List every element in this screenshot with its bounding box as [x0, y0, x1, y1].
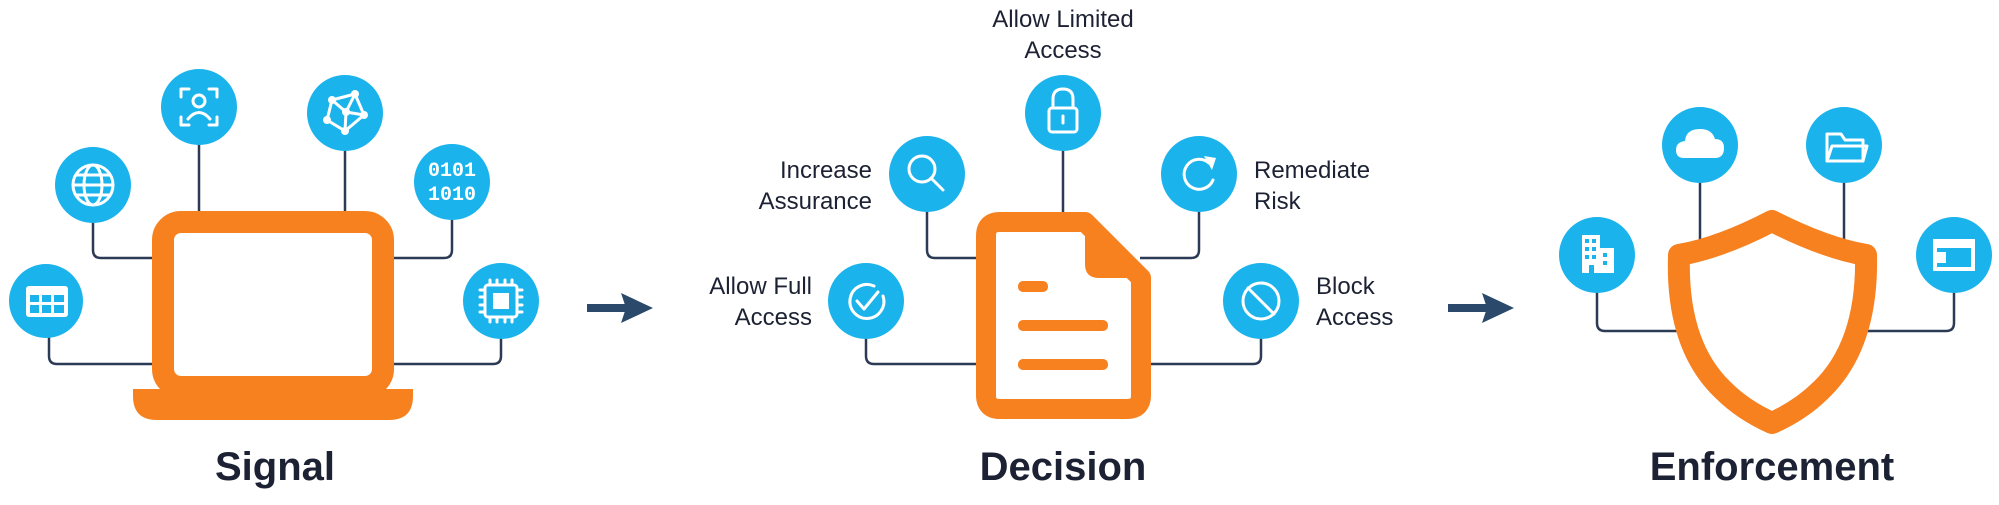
enforcement-section: Enforcement: [1559, 107, 1992, 489]
signal-section: 0101 1010 Signal: [9, 69, 539, 489]
network-icon: [307, 75, 383, 151]
decision-section: Allow Limited Access Increase Assurance …: [709, 6, 1393, 489]
chip-icon: [463, 263, 539, 339]
increase-assurance-label-2: Assurance: [759, 188, 872, 215]
signal-title: Signal: [215, 445, 335, 489]
remediate-risk-label-1: Remediate: [1254, 157, 1370, 184]
globe-icon: [55, 147, 131, 223]
allow-limited-label-1: Allow Limited: [992, 6, 1133, 33]
allow-full-label-1: Allow Full: [709, 273, 812, 300]
shield-icon: [1667, 210, 1878, 434]
allow-limited-label-2: Access: [1024, 37, 1101, 64]
cloud-icon: [1662, 107, 1738, 183]
building-icon: [1559, 217, 1635, 293]
allow-full-label-2: Access: [735, 304, 812, 331]
arrow-right-icon: [587, 293, 653, 323]
binary-line-1: 0101: [428, 160, 476, 183]
enforcement-title: Enforcement: [1650, 445, 1895, 489]
window-icon: [1916, 217, 1992, 293]
document-icon: [976, 212, 1151, 419]
check-circle-icon: [828, 263, 904, 339]
folder-icon: [1806, 107, 1882, 183]
search-icon: [889, 136, 965, 212]
laptop-icon: [133, 211, 413, 420]
calendar-grid-icon: [9, 264, 83, 338]
refresh-icon: [1161, 136, 1237, 212]
block-access-label-2: Access: [1316, 304, 1393, 331]
remediate-risk-label-2: Risk: [1254, 188, 1302, 215]
increase-assurance-label-1: Increase: [780, 157, 872, 184]
block-icon: [1223, 263, 1299, 339]
user-scan-icon: [161, 69, 237, 145]
enforcement-connectors: [1595, 182, 1956, 333]
decision-connectors: [864, 151, 1263, 366]
binary-line-2: 1010: [428, 184, 476, 207]
signal-connectors: [47, 137, 503, 366]
block-access-label-1: Block: [1316, 273, 1376, 300]
lock-icon: [1025, 75, 1101, 151]
decision-title: Decision: [980, 445, 1147, 489]
binary-icon: 0101 1010: [414, 144, 490, 220]
arrow-right-icon: [1448, 293, 1514, 323]
